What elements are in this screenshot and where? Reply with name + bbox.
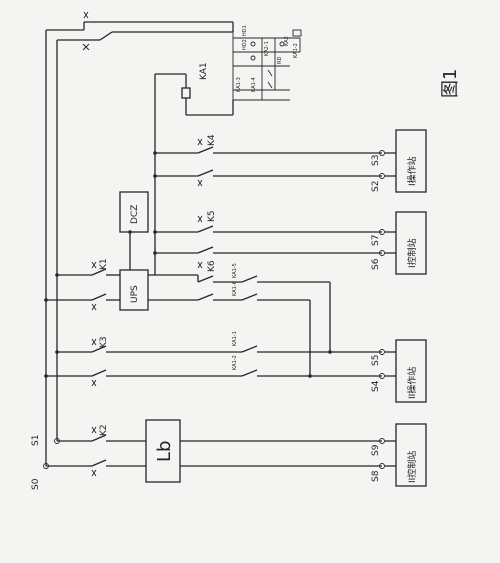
terminal-s1 xyxy=(54,438,60,444)
k2-label: K2 xyxy=(99,424,109,436)
k1-mark-2 xyxy=(91,303,97,311)
s3-label: S3 xyxy=(371,155,381,166)
station-op2 xyxy=(395,339,427,403)
k1-mark xyxy=(91,261,97,269)
k1-blade-2 xyxy=(91,293,107,301)
k4-mark xyxy=(197,138,203,146)
aux-ka1-4-label: KA1-4 xyxy=(251,77,257,92)
ups-box xyxy=(119,269,149,311)
k3-label: K3 xyxy=(99,336,109,348)
station-terminals xyxy=(379,150,396,469)
k1-label: K1 xyxy=(99,258,109,270)
k7-blade xyxy=(99,31,113,41)
k3-mark xyxy=(91,338,97,346)
s5-label: S5 xyxy=(371,355,381,366)
ka1-coil xyxy=(181,87,191,99)
k4-label: K4 xyxy=(207,134,217,146)
s9-label: S9 xyxy=(371,444,381,456)
terminal-s0 xyxy=(43,463,49,469)
s0-label: S0 xyxy=(31,478,41,490)
lb-box xyxy=(145,419,181,483)
k4-mark-2 xyxy=(197,179,203,187)
lb-label: Lb xyxy=(154,441,175,462)
k6-blade-2 xyxy=(197,293,214,301)
s1-label: S1 xyxy=(31,435,41,446)
k7-cross xyxy=(82,43,90,51)
ka2-1-label: KA2-1 xyxy=(264,41,270,56)
ka1-6-blade xyxy=(241,293,258,301)
k7-mark xyxy=(83,11,89,19)
station-ctrl2-label: II控制站 xyxy=(406,451,418,483)
k6-label: K6 xyxy=(207,260,217,272)
aux-ka1-3-label: KA1-3 xyxy=(236,77,242,92)
station-op1-label: I操作站 xyxy=(406,156,418,186)
s4-label: S4 xyxy=(371,380,381,392)
station-ctrl1 xyxy=(395,211,427,275)
dcz-label: DCZ xyxy=(130,205,140,224)
ka2-label: KA2 xyxy=(284,36,290,46)
k2-blade-1 xyxy=(91,434,107,442)
station-ctrl2 xyxy=(395,423,427,487)
k2-blade-2 xyxy=(91,459,107,467)
k1-blade-1 xyxy=(91,268,107,276)
ka1-6-label: KA1-6 xyxy=(232,281,238,296)
k2-mark-2 xyxy=(91,469,97,477)
k4-blade-1 xyxy=(197,146,214,154)
ka1-2-label: KA1-2 xyxy=(232,355,238,370)
ka1-5-blade xyxy=(241,275,258,283)
station-op1 xyxy=(395,129,427,193)
ups-label: UPS xyxy=(130,285,140,303)
figure-label: 图1 xyxy=(440,69,461,98)
k3-blade-2 xyxy=(91,369,107,377)
station-op2-label: II操作站 xyxy=(406,367,418,399)
s7-label: S7 xyxy=(371,235,381,246)
station-ctrl1-label: I控制站 xyxy=(406,238,418,268)
ka1-5-label: KA1-5 xyxy=(232,263,238,278)
aux-ka1-2-label: KA1-2 xyxy=(293,43,299,58)
ka1-1-blade xyxy=(241,345,258,353)
k5-label: K5 xyxy=(207,210,217,222)
s6-label: S6 xyxy=(371,258,381,270)
s2-label: S2 xyxy=(371,181,381,192)
k6-mark xyxy=(197,261,203,269)
ka1-coil-label: KA1 xyxy=(199,62,209,80)
junctions xyxy=(44,151,332,378)
hd2-label: HD2 xyxy=(242,39,248,50)
ka1-2-blade xyxy=(241,369,258,377)
aux-network: HD1 HD2 KA2-1 KA2 RD KA1-2 KA1-3 KA1-4 xyxy=(232,25,302,101)
dcz-box xyxy=(119,191,149,233)
ka1-1-label: KA1-1 xyxy=(232,331,238,346)
k3-mark-2 xyxy=(91,379,97,387)
k6-blade-1 xyxy=(197,275,214,283)
k4-blade-2 xyxy=(197,169,214,177)
s8-label: S8 xyxy=(371,470,381,482)
k5-mark xyxy=(197,215,203,223)
k5-blade-1 xyxy=(197,225,214,233)
k2-mark xyxy=(91,426,97,434)
k3-blade-1 xyxy=(91,345,107,353)
hd1-label: HD1 xyxy=(242,25,248,36)
k5-blade-2 xyxy=(197,246,214,254)
rd-label: RD xyxy=(277,57,283,64)
